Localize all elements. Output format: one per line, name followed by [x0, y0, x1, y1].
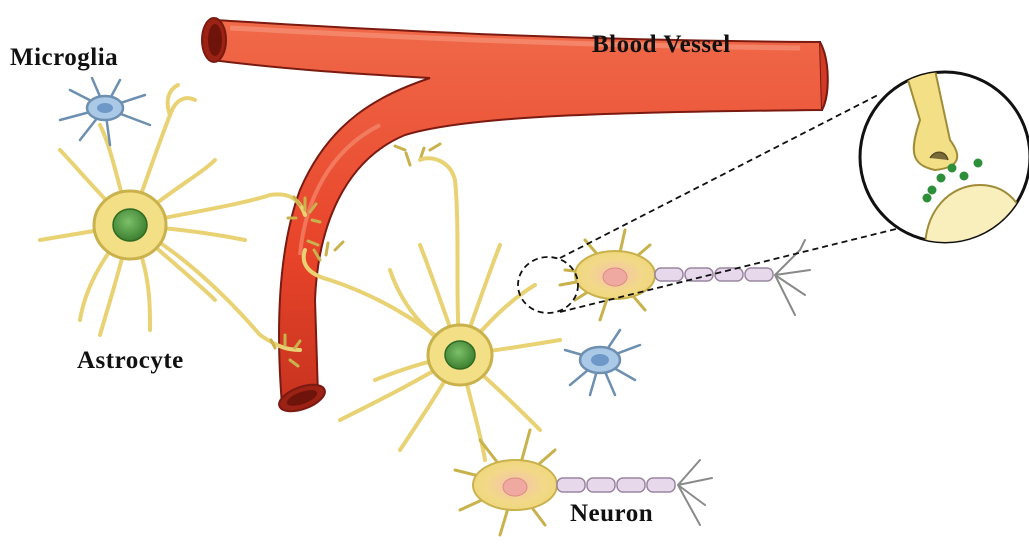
neuron-top: [560, 230, 810, 320]
astrocyte-left-nucleus: [113, 209, 147, 241]
label-astrocyte: Astrocyte: [77, 347, 184, 375]
astrocyte-left: [40, 85, 305, 350]
label-neuron: Neuron: [570, 500, 653, 528]
astrocyte-center: [304, 158, 560, 460]
astrocyte-center-nucleus: [445, 341, 475, 369]
neuron-top-myelin: [655, 268, 773, 281]
label-blood-vessel: Blood Vessel: [592, 31, 731, 59]
neuron-bottom-myelin: [557, 478, 675, 492]
label-microglia: Microglia: [10, 44, 118, 72]
zoom-source-ellipse: [518, 257, 578, 313]
microglia-bottom: [565, 330, 640, 395]
